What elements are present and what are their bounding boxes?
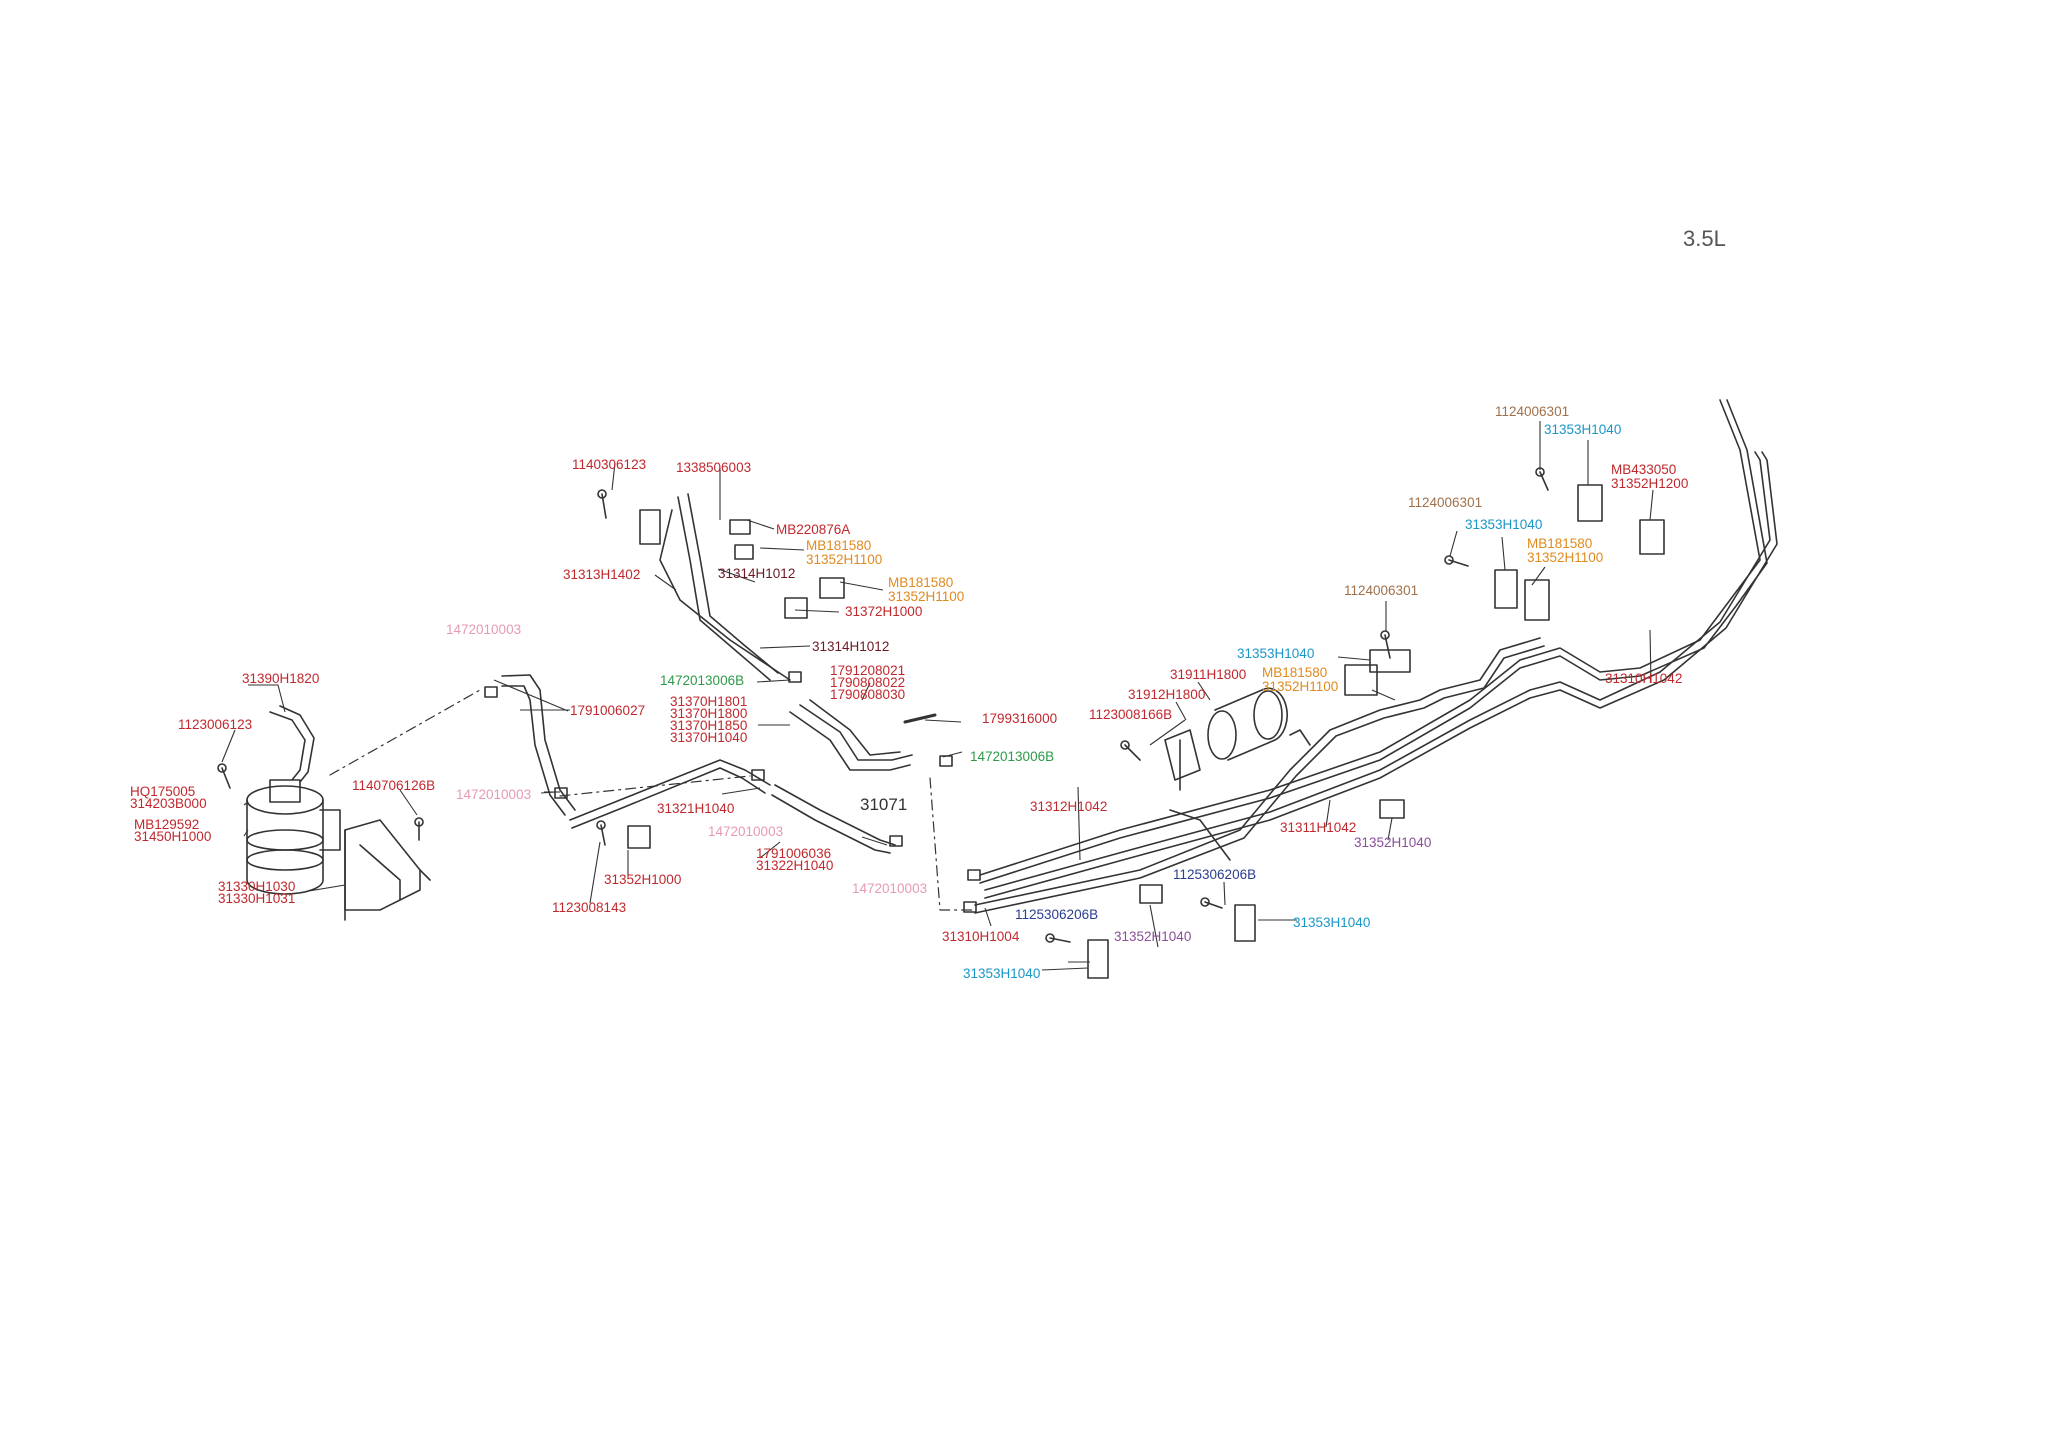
callout-c1: 1140306123 [572,457,647,472]
callout-c37: 31311H1042 [1280,820,1357,835]
callout-c2: 1338506003 [676,460,752,475]
callout-c22a: MB129592 [134,817,200,832]
hose-1791006027 [501,674,576,816]
callout-c9: 31314H1012 [812,639,890,654]
callout-c27a: 31330H1030 [218,879,296,894]
callout-c33: 31353H1040 [963,966,1041,981]
callout-c34: 31352H1040 [1114,929,1192,944]
callout-c19b: 314203B000 [130,796,207,811]
callout-c35: 1125306206B [1173,867,1257,882]
callout-c51: 31310H1042 [1605,671,1683,686]
callout-c15a: 1791208021 [830,663,906,678]
callout-c7b: 31352H1100 [888,589,965,604]
callout-c45: 1124006301 [1408,495,1483,510]
callout-c6: 31314H1012 [718,566,796,581]
hose-31370 [789,699,913,771]
callout-c50a: MB433050 [1611,462,1677,477]
vapor-tube-upper [659,493,791,681]
callout-c24: 1472010003 [708,824,784,839]
canister-bracket [344,819,431,921]
callout-c41: 1123008166B [1089,707,1173,722]
callout-c38: 31352H1040 [1354,835,1432,850]
callout-c40: 31912H1800 [1128,687,1206,702]
hose-31322H1040 [771,784,896,854]
callout-c21: 1472010003 [456,787,532,802]
callout-c16d: 31370H1040 [670,730,748,745]
callout-c39: 31911H1800 [1170,667,1247,682]
charcoal-canister [246,779,341,895]
fittings [484,671,981,913]
callout-c43a: MB181580 [1262,665,1328,680]
callout-c47b: 31352H1100 [1527,550,1604,565]
pipe-31321H1040 [569,759,771,829]
callout-c49: 31353H1040 [1544,422,1622,437]
callout-c16a: 31370H1801 [670,694,748,709]
main-fuel-pipe-middle [984,451,1778,899]
callout-c20: 1140706126B [352,778,436,793]
callout-c29: 1472010003 [852,881,928,896]
callout-c44: 1124006301 [1344,583,1419,598]
callout-c12: 1123006123 [178,717,253,732]
callout-c47a: MB181580 [1527,536,1593,551]
callout-c14: 1472013006B [660,673,745,688]
callout-c4b: 31352H1100 [806,552,883,567]
group-number: 31071 [860,795,908,814]
callout-c10: 1472010003 [446,622,522,637]
callout-c16c: 31370H1850 [670,718,748,733]
clips [627,484,1665,979]
callout-c18: 1472013006B [970,749,1055,764]
callout-c13: 1791006027 [570,703,646,718]
fuel-filter [1164,687,1288,791]
callout-c23: 31321H1040 [657,801,735,816]
callout-c5: 31313H1402 [563,567,641,582]
canister-hose [269,711,306,781]
callout-c30: 31312H1042 [1030,799,1108,814]
callout-c43b: 31352H1100 [1262,679,1339,694]
engine-label: 3.5L [1683,226,1726,251]
callout-c26: 31352H1000 [604,872,682,887]
callout-c42: 31353H1040 [1237,646,1315,661]
callout-c36: 31353H1040 [1293,915,1371,930]
leader-lines [221,421,1654,971]
phantom-lines [329,689,976,911]
callout-c16b: 31370H1800 [670,706,748,721]
callout-c8: 31372H1000 [845,604,923,619]
callout-c31: 31310H1004 [942,929,1020,944]
callout-c17: 1799316000 [982,711,1058,726]
callout-c46: 31353H1040 [1465,517,1543,532]
callout-c3: MB220876A [776,522,851,537]
callout-c25a: 1791006036 [756,846,832,861]
callout-c32: 1125306206B [1015,907,1099,922]
callout-c27b: 31330H1031 [218,891,296,906]
callout-c25b: 31322H1040 [756,858,834,873]
callout-c48: 1124006301 [1495,404,1570,419]
callout-c15c: 1790808030 [830,687,906,702]
callout-c11: 31390H1820 [242,671,320,686]
callout-c50b: 31352H1200 [1611,476,1689,491]
callout-c28: 1123008143 [552,900,627,915]
callout-c4a: MB181580 [806,538,872,553]
main-fuel-pipe-lower [974,637,1545,914]
callout-c7a: MB181580 [888,575,954,590]
callout-c22b: 31450H1000 [134,829,212,844]
bolts [217,467,1549,943]
callout-c15b: 1790808022 [830,675,906,690]
callout-c19a: HQ175005 [130,784,196,799]
filter-outlet-hose [1169,809,1231,861]
